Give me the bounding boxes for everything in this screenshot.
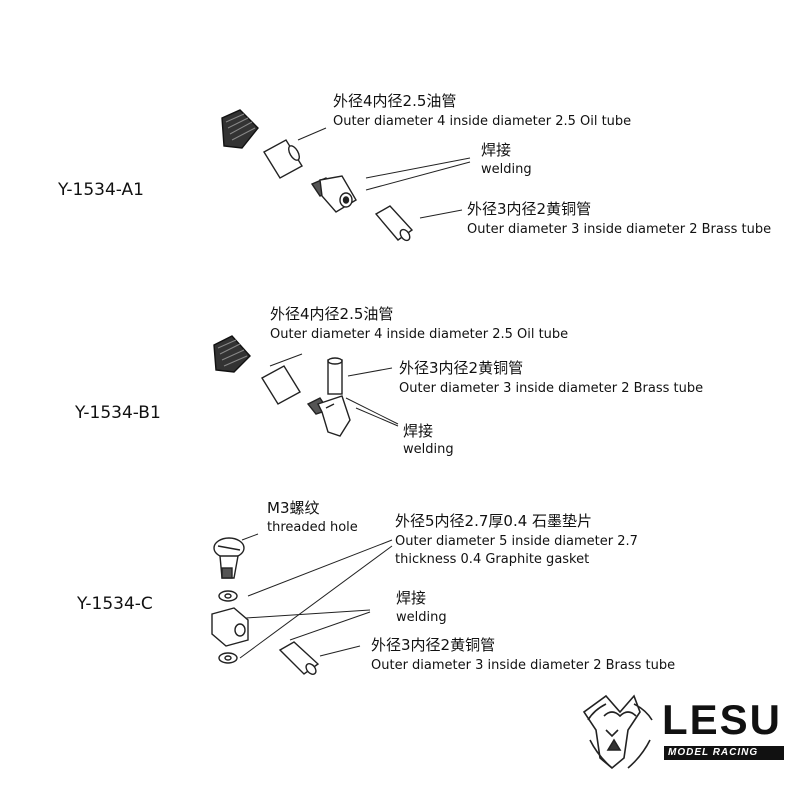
- c-gasket-label-cn: 外径5内径2.7厚0.4 石墨垫片: [395, 512, 593, 530]
- lion-logo-icon: [582, 694, 653, 770]
- a1-oil-tube-spring: [221, 109, 259, 149]
- c-gasket-top: [218, 590, 238, 602]
- b1-welding-label-en: welding: [403, 442, 454, 457]
- b1-brass-tube-label-en: Outer diameter 3 inside diameter 2 Brass…: [399, 381, 704, 396]
- c-gasket-label-en-line2: thickness 0.4 Graphite gasket: [395, 552, 590, 567]
- b1-brass-tube: [327, 357, 343, 395]
- section-a1-code: Y-1534-A1: [58, 180, 144, 200]
- b1-brass-tube-label-cn: 外径3内径2黄铜管: [399, 359, 524, 377]
- a1-brass-tube: [374, 205, 414, 242]
- b1-oil-tube-label-en: Outer diameter 4 inside diameter 2.5 Oil…: [270, 327, 569, 342]
- logo-tagline-bar: [664, 746, 784, 760]
- c-leader-lines: [239, 533, 393, 659]
- logo-tagline: MODEL RACING: [668, 747, 759, 758]
- c-welding-label-en: welding: [396, 610, 447, 625]
- a1-oil-tube-label-en: Outer diameter 4 inside diameter 2.5 Oil…: [333, 114, 632, 129]
- a1-leader-lines: [297, 127, 471, 219]
- a1-oil-tube-segment: [263, 139, 303, 179]
- c-screw: [213, 537, 245, 579]
- c-brass-tube-label-cn: 外径3内径2黄铜管: [371, 636, 496, 654]
- a1-brass-tube-label-cn: 外径3内径2黄铜管: [467, 200, 592, 218]
- c-brass-tube-label-en: Outer diameter 3 inside diameter 2 Brass…: [371, 658, 676, 673]
- c-gasket-label-en: Outer diameter 5 inside diameter 2.7: [395, 534, 638, 549]
- b1-oil-tube-spring: [213, 335, 251, 373]
- b1-elbow-fitting: [306, 395, 351, 437]
- b1-oil-tube-label-cn: 外径4内径2.5油管: [270, 305, 394, 323]
- c-welding-label-cn: 焊接: [396, 589, 427, 607]
- c-fitting-block: [211, 607, 249, 647]
- b1-leader-lines: [269, 353, 399, 427]
- a1-welding-label-en: welding: [481, 162, 532, 177]
- c-thread-label-cn: M3螺纹: [267, 499, 320, 517]
- section-c-code: Y-1534-C: [77, 594, 153, 614]
- a1-oil-tube-label-cn: 外径4内径2.5油管: [333, 92, 457, 110]
- c-brass-tube: [278, 641, 320, 675]
- a1-welding-label-cn: 焊接: [481, 141, 512, 159]
- c-thread-label-en: threaded hole: [267, 520, 358, 535]
- a1-brass-tube-label-en: Outer diameter 3 inside diameter 2 Brass…: [467, 222, 772, 237]
- logo-brand: LESU: [662, 696, 783, 743]
- a1-fitting: [310, 175, 357, 213]
- c-gasket-bottom: [218, 652, 238, 664]
- b1-oil-tube-segment: [261, 365, 301, 405]
- section-b1-code: Y-1534-B1: [75, 403, 161, 423]
- b1-welding-label-cn: 焊接: [403, 422, 434, 440]
